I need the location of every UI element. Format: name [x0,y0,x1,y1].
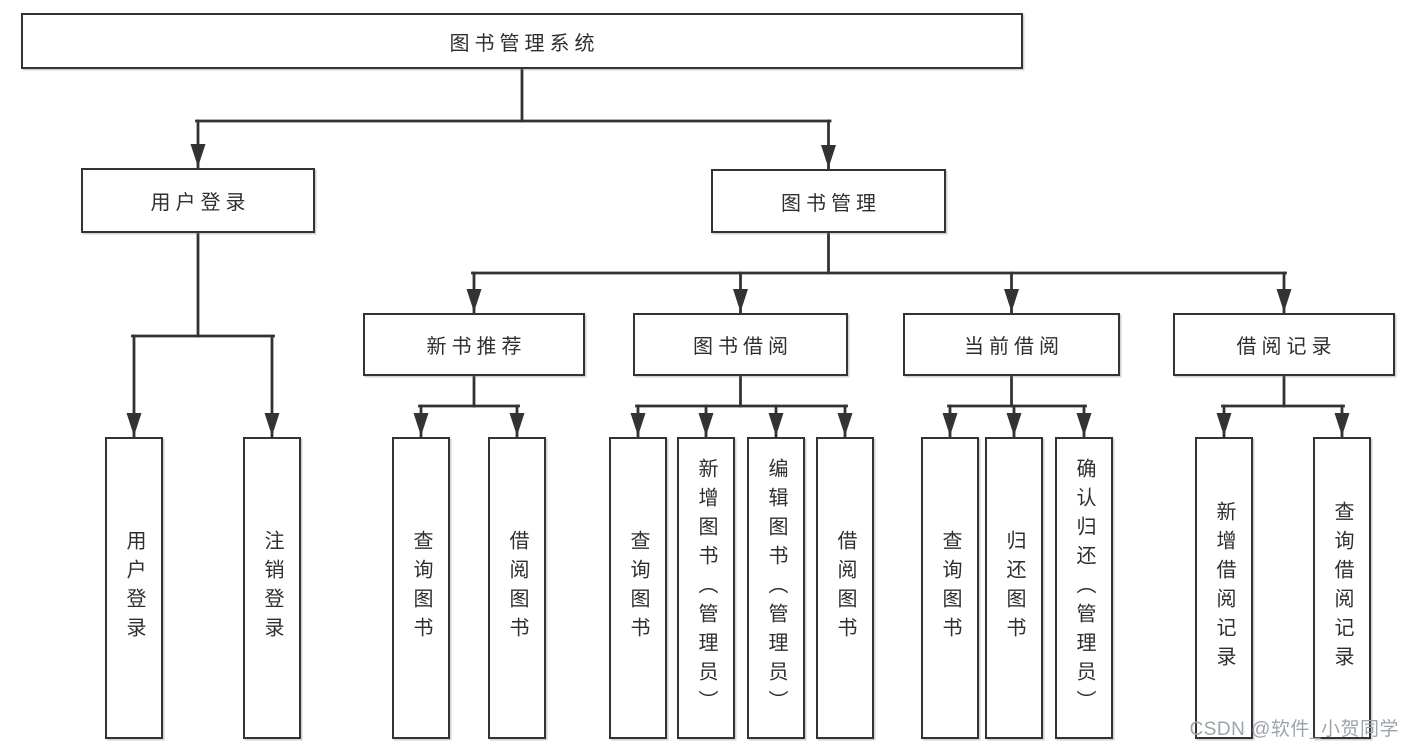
leaf-confirm-return-admin: 确认归还（管理员） [1055,437,1113,739]
leaf-logout-login: 注销登录 [243,437,301,739]
node-book-borrowing: 图书借阅 [633,313,848,376]
leaf-label: 查询图书 [939,530,961,646]
node-label: 图书管理 [781,192,881,215]
leaf-label: 确认归还（管理员） [1073,457,1095,719]
leaf-label: 查询借阅记录 [1331,501,1353,675]
leaf-label: 新增借阅记录 [1213,501,1235,675]
node-current-borrowing: 当前借阅 [903,313,1120,376]
node-user-login: 用户登录 [81,168,315,233]
node-borrowing-records: 借阅记录 [1173,313,1395,376]
node-label: 当前借阅 [964,336,1064,358]
csdn-watermark: CSDN @软件_小贺同学 [1189,719,1399,740]
leaf-return-books: 归还图书 [985,437,1043,739]
node-label: 新书推荐 [426,336,527,358]
node-label: 借阅记录 [1236,336,1337,358]
node-label: 图书管理系统 [449,32,600,55]
leaf-label: 借阅图书 [506,530,528,646]
node-label: 图书借阅 [693,336,793,358]
leaf-label: 归还图书 [1003,530,1025,646]
leaf-query-borrow-record: 查询借阅记录 [1313,437,1371,739]
leaf-label: 用户登录 [123,530,145,646]
leaf-borrow-books-recommend: 借阅图书 [488,437,546,739]
leaf-add-books-admin: 新增图书（管理员） [677,437,735,739]
node-library-management-system: 图书管理系统 [21,13,1023,69]
leaf-edit-books-admin: 编辑图书（管理员） [747,437,805,739]
leaf-borrow-books-borrowing: 借阅图书 [816,437,874,739]
leaf-label: 查询图书 [410,530,432,646]
node-new-book-recommendation: 新书推荐 [363,313,585,376]
leaf-query-books-recommend: 查询图书 [392,437,450,739]
leaf-label: 新增图书（管理员） [695,457,717,719]
leaf-user-login: 用户登录 [105,437,163,739]
leaf-add-borrow-record: 新增借阅记录 [1195,437,1253,739]
leaf-label: 注销登录 [261,530,283,646]
leaf-label: 借阅图书 [834,530,856,646]
node-label: 用户登录 [150,192,251,214]
leaf-query-books-borrowing: 查询图书 [609,437,667,739]
node-book-management: 图书管理 [711,169,946,233]
leaf-label: 编辑图书（管理员） [765,457,787,719]
leaf-query-books-current: 查询图书 [921,437,979,739]
leaf-label: 查询图书 [627,530,649,646]
